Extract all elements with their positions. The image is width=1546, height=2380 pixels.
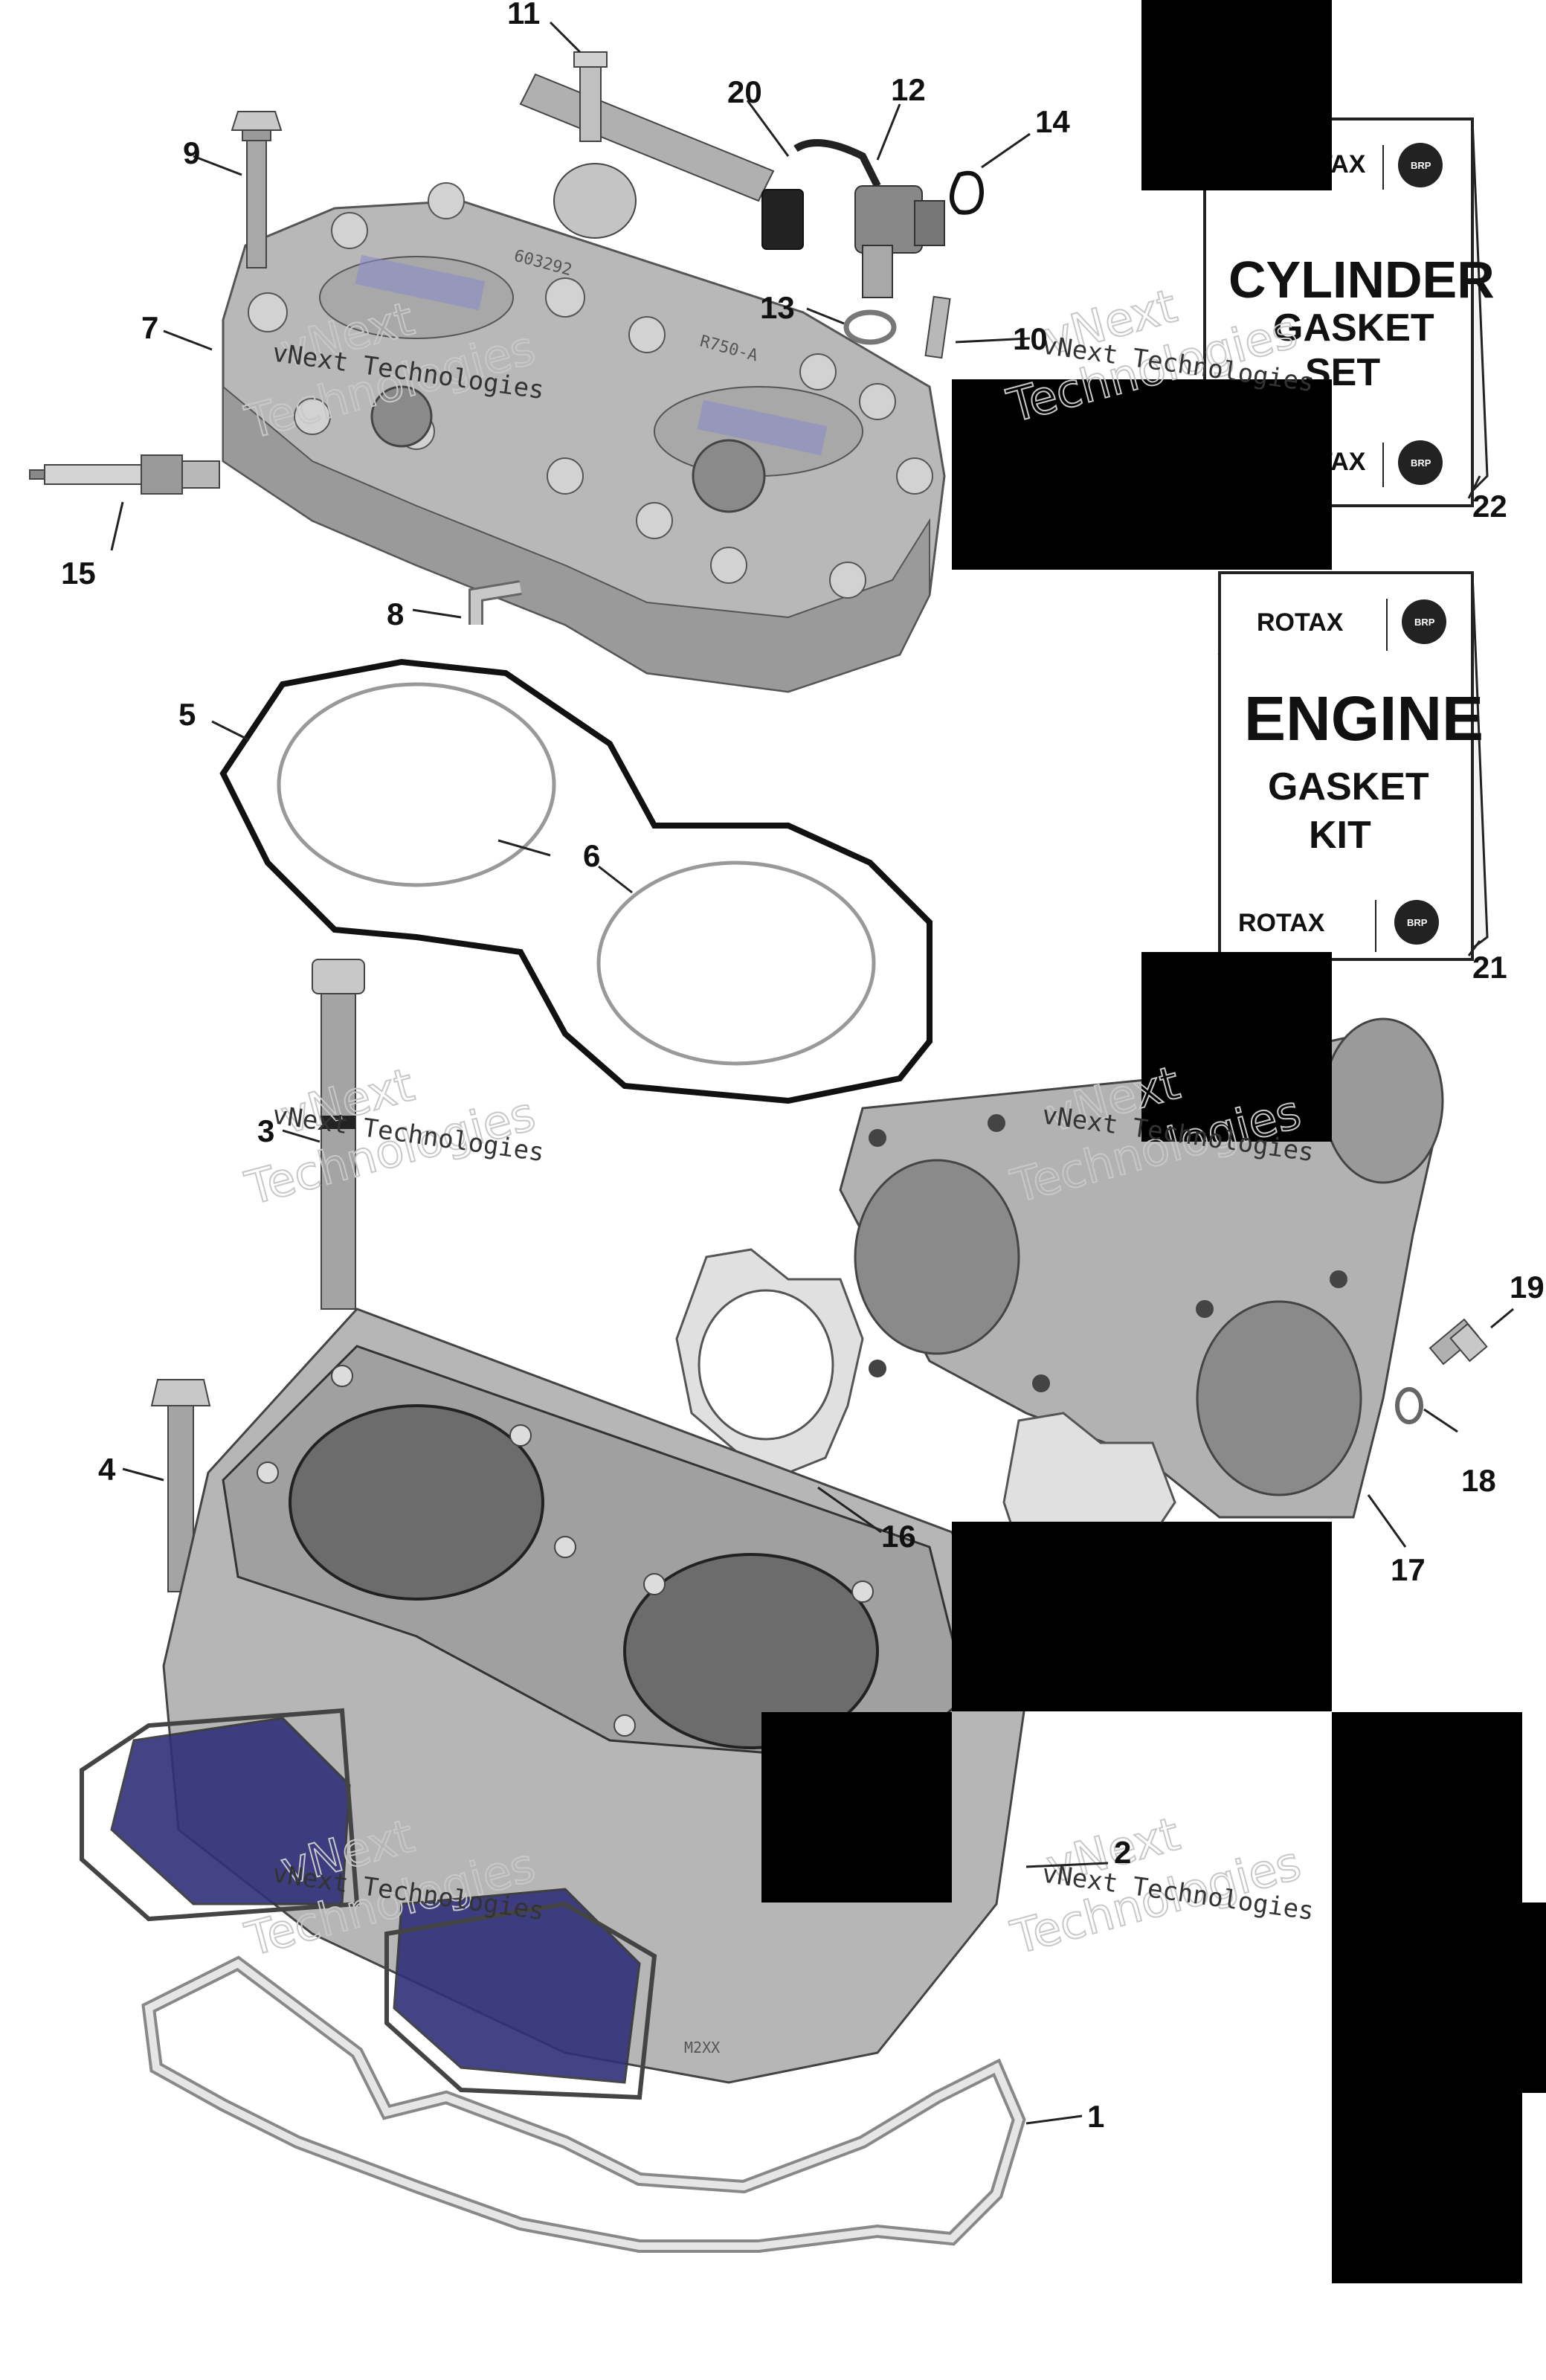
temperature-sensor (761, 139, 945, 298)
kit21-brand-top: ROTAX (1257, 608, 1344, 637)
callout-7: 7 (141, 310, 158, 345)
svg-text:M2XX: M2XX (684, 2039, 720, 2056)
leader-lines (110, 21, 1514, 2125)
kit21-logo-top: BRP (1414, 617, 1435, 628)
redaction-block (1141, 0, 1332, 190)
kit22-logo-top: BRP (1411, 160, 1431, 171)
redaction-blocks (761, 0, 1546, 2283)
cylinder-ring-2 (596, 861, 876, 1066)
callout-21: 21 (1472, 950, 1507, 985)
brp-logo-icon (1394, 900, 1439, 945)
callout-4: 4 (98, 1452, 116, 1487)
redaction-block (952, 1522, 1332, 1711)
callout-2: 2 (1114, 1835, 1131, 1870)
redaction-block (761, 1712, 952, 1903)
brp-logo-icon (1398, 440, 1443, 485)
head-o-ring (219, 658, 933, 1104)
kit21-title-line3: KIT (1309, 814, 1371, 857)
callout-8: 8 (387, 596, 404, 631)
exhaust-gasket (675, 1248, 1176, 1526)
callout-12: 12 (891, 72, 926, 107)
cylinder-head: 603292 R750-A (222, 182, 946, 693)
callout-22: 22 (1472, 489, 1507, 524)
kit21-brand-bottom: ROTAX (1238, 909, 1325, 937)
head-bolt (231, 111, 283, 268)
elbow-fitting (468, 580, 522, 625)
callout-13: 13 (760, 290, 795, 325)
redaction-block (1141, 952, 1332, 1142)
callout-6: 6 (583, 838, 600, 873)
kit21-title-line2: GASKET (1268, 765, 1429, 808)
callout-9: 9 (183, 135, 200, 170)
callout-14: 14 (1035, 104, 1070, 139)
callout-19: 19 (1510, 1270, 1545, 1305)
callout-20: 20 (727, 74, 762, 109)
sensor-clip (950, 170, 985, 215)
sealing-ring (843, 309, 897, 345)
callout-16: 16 (881, 1519, 916, 1554)
brp-logo-icon (1398, 143, 1443, 187)
redaction-block (1332, 1712, 1522, 2283)
kit21-title-line1: ENGINE (1244, 684, 1484, 753)
engine-gasket-kit-box: ROTAX BRP ENGINE GASKET KIT ROTAX BRP (1217, 570, 1489, 962)
redaction-block (952, 379, 1332, 570)
callout-5: 5 (178, 697, 196, 732)
cylinder-ring-1 (277, 682, 556, 887)
callout-1: 1 (1087, 2099, 1104, 2134)
kit21-logo-bottom: BRP (1407, 917, 1428, 928)
callout-10: 10 (1013, 321, 1048, 356)
callout-17: 17 (1391, 1552, 1426, 1587)
kit22-title-line2: GASKET (1273, 306, 1434, 350)
manifold-bolt (1429, 1318, 1488, 1366)
exhaust-manifold (839, 1017, 1444, 1519)
manifold-washer (1395, 1387, 1423, 1424)
cylinder-stud (312, 959, 365, 1310)
coil-bracket (519, 51, 775, 239)
brp-logo-icon (1402, 599, 1446, 644)
kit22-title-line1: CYLINDER (1228, 251, 1495, 309)
watermark-bottom-right: vNext Technologies (1005, 1806, 1307, 1966)
callout-18: 18 (1461, 1463, 1496, 1498)
spark-plug (29, 454, 220, 495)
fitting (924, 295, 951, 359)
cylinder-block: M2XX (80, 1308, 1028, 2100)
callout-3: 3 (257, 1113, 274, 1148)
callout-15: 15 (61, 556, 96, 591)
kit22-logo-bottom: BRP (1411, 457, 1431, 469)
callout-numbers: 11 9 7 20 12 14 13 10 15 8 5 6 3 4 16 17… (61, 0, 1545, 2134)
callout-11: 11 (507, 0, 540, 30)
redaction-block (1522, 1903, 1546, 2093)
